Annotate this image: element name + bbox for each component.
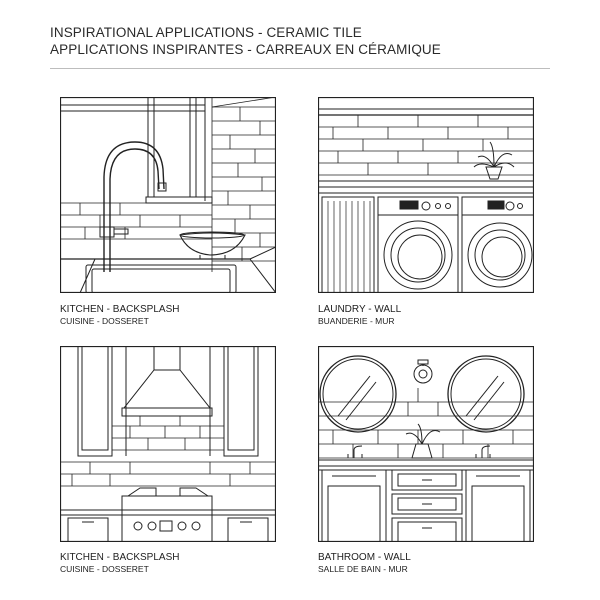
bathroom-vanity-illustration [318,346,534,542]
header-divider [50,68,550,69]
caption-kitchen-sink: KITCHEN - BACKSPLASH CUISINE - DOSSERET [60,304,179,327]
caption-english: KITCHEN - BACKSPLASH [60,304,180,315]
caption-french: SALLE DE BAIN - MUR [318,563,408,574]
kitchen-sink-illustration [60,97,276,293]
kitchen-range-illustration [60,346,276,542]
laundry-illustration [318,97,534,293]
caption-bathroom: BATHROOM - WALL SALLE DE BAIN - MUR [318,552,411,575]
title-french: APPLICATIONS INSPIRANTES - CARREAUX EN C… [50,42,441,57]
caption-french: BUANDERIE - MUR [318,315,395,326]
caption-english: LAUNDRY - WALL [318,304,402,315]
page-header: INSPIRATIONAL APPLICATIONS - CERAMIC TIL… [50,24,550,58]
caption-laundry: LAUNDRY - WALL BUANDERIE - MUR [318,304,401,327]
caption-kitchen-range: KITCHEN - BACKSPLASH CUISINE - DOSSERET [60,552,179,575]
title-english: INSPIRATIONAL APPLICATIONS - CERAMIC TIL… [50,25,362,40]
caption-english: KITCHEN - BACKSPLASH [60,552,180,563]
caption-english: BATHROOM - WALL [318,552,411,563]
caption-french: CUISINE - DOSSERET [60,315,149,326]
caption-french: CUISINE - DOSSERET [60,563,149,574]
